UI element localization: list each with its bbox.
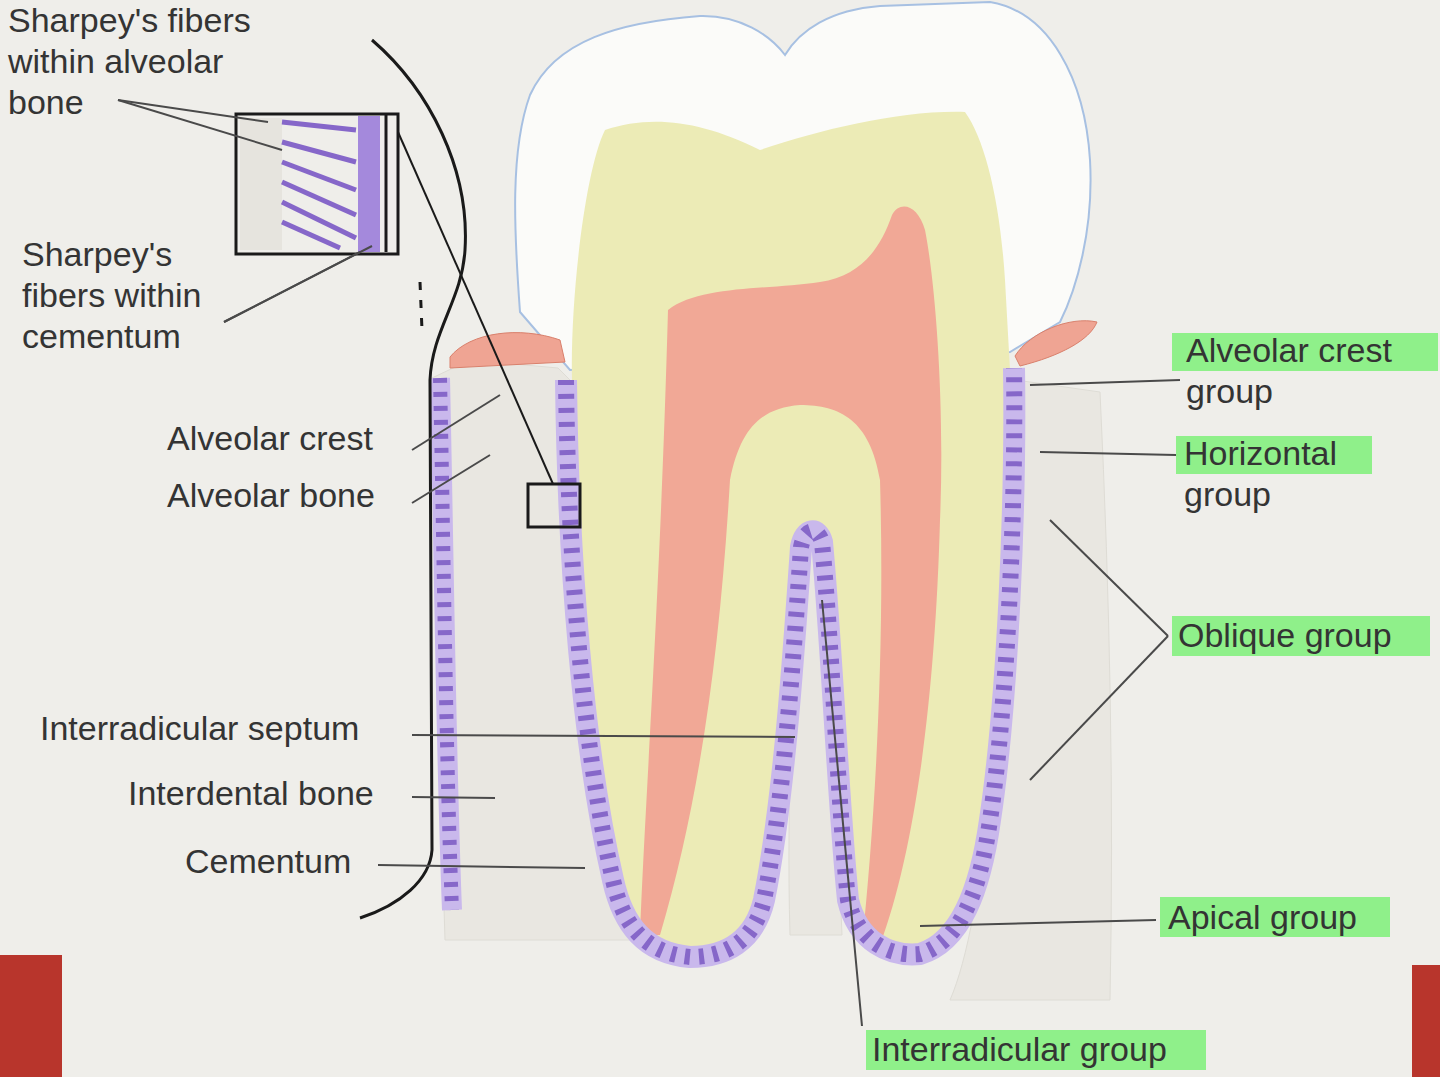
ligament-fibers [566, 368, 1014, 957]
inset-fibers [282, 122, 356, 248]
part-label: Horizontal group [1184, 433, 1399, 515]
ligament-band [440, 378, 452, 910]
part-label: Alveolar crest [167, 418, 412, 459]
inset-frame [236, 114, 398, 254]
part-label: Sharpey's fibers within cementum [22, 234, 254, 357]
gingiva [1015, 321, 1097, 366]
part-label: Oblique group [1178, 615, 1436, 656]
leader-lines [118, 100, 1180, 1026]
part-label: Interradicular septum [40, 708, 410, 749]
part-label: Alveolar crest group [1186, 330, 1436, 412]
part-label: Interdental bone [128, 773, 408, 814]
red-band [1412, 965, 1440, 1077]
gingiva [450, 333, 565, 368]
part-label: Alveolar bone [167, 475, 412, 516]
inset-cementum [358, 116, 380, 252]
part-label: Cementum [185, 841, 375, 882]
ligament-band [566, 368, 1014, 957]
inset [236, 114, 580, 527]
periodontal-ligament [440, 368, 1014, 957]
inset-bone [240, 118, 282, 250]
ligament-fibers [440, 378, 452, 910]
red-band [0, 955, 62, 1077]
dentin [572, 112, 1011, 950]
contour-line [420, 282, 422, 330]
part-label: Sharpey's fibers within alveolar bone [8, 0, 308, 123]
inset-marker [528, 484, 580, 527]
part-label: Interradicular group [872, 1029, 1232, 1070]
part-label: Apical group [1168, 897, 1433, 938]
